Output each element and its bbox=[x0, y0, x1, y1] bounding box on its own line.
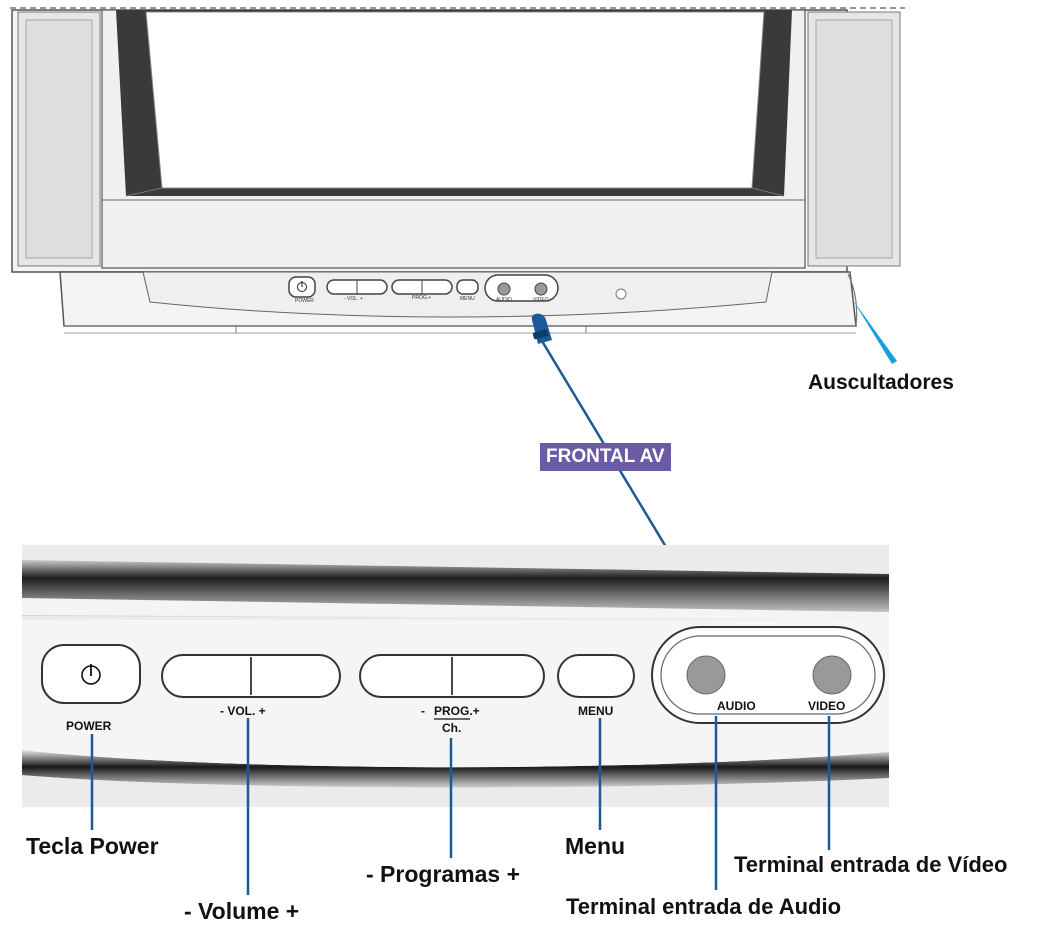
frontal-av-tag: FRONTAL AV bbox=[540, 443, 671, 471]
programas-callout: - Programas + bbox=[366, 861, 521, 887]
ch-label: Ch. bbox=[442, 721, 462, 735]
power-label: POWER bbox=[66, 719, 112, 733]
right-speaker-inner bbox=[815, 19, 893, 259]
menu-label: MENU bbox=[578, 704, 614, 718]
small-audio-jack[interactable] bbox=[497, 282, 511, 296]
screen-glass bbox=[145, 11, 765, 189]
base-right-edge bbox=[847, 273, 858, 327]
left-speaker-inner bbox=[25, 19, 93, 259]
auscultadores-callout: Auscultadores bbox=[808, 371, 954, 394]
small-menu-label: MENU bbox=[460, 296, 475, 302]
video-jack[interactable] bbox=[812, 655, 852, 695]
small-power-label: POWER bbox=[295, 298, 314, 304]
headphone-jack-icon bbox=[851, 297, 897, 364]
video-label: VIDEO bbox=[808, 699, 846, 713]
small-audio-label: AUDIO bbox=[496, 297, 512, 303]
small-menu-button[interactable] bbox=[456, 279, 479, 295]
terminal-audio-callout: Terminal entrada de Audio bbox=[566, 894, 842, 919]
volume-callout: - Volume + bbox=[184, 898, 300, 924]
menu-callout: Menu bbox=[565, 833, 626, 859]
small-video-jack[interactable] bbox=[534, 282, 548, 296]
av-panel-inner bbox=[660, 635, 876, 715]
small-vol-label: - VOL. + bbox=[344, 296, 363, 302]
panel-top-highlight bbox=[22, 598, 889, 620]
prog-label: PROG.+ bbox=[434, 704, 480, 718]
power-icon bbox=[81, 664, 101, 685]
small-video-label: VIDEO bbox=[533, 297, 549, 303]
screen-corner-lines bbox=[125, 187, 785, 197]
ir-sensor bbox=[615, 288, 627, 300]
audio-jack[interactable] bbox=[686, 655, 726, 695]
small-prog-label: PROG.+ bbox=[412, 295, 432, 301]
power-icon bbox=[297, 281, 307, 292]
tecla-power-callout: Tecla Power bbox=[26, 833, 159, 859]
terminal-video-callout: Terminal entrada de Vídeo bbox=[734, 852, 1008, 877]
audio-label: AUDIO bbox=[717, 699, 756, 713]
volume-label: - VOL. + bbox=[220, 704, 266, 718]
panel-bottom-edge bbox=[22, 750, 889, 788]
prog-label-prefix: - bbox=[421, 704, 425, 718]
menu-button[interactable] bbox=[557, 654, 635, 698]
jack-icon bbox=[531, 313, 552, 344]
